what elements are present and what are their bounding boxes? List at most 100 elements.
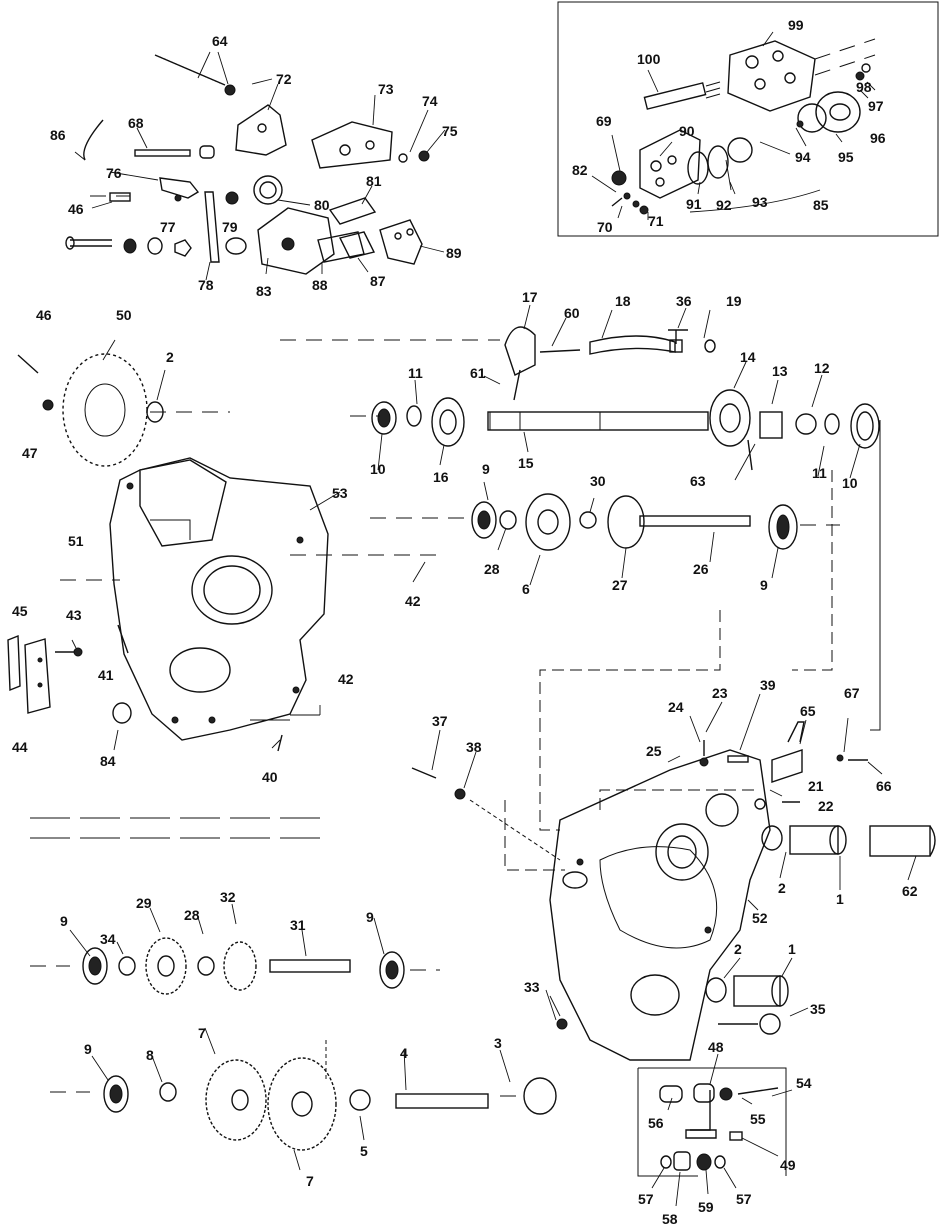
label-1a: 1 xyxy=(836,891,844,907)
label-3: 3 xyxy=(494,1035,502,1051)
label-2c: 2 xyxy=(734,941,742,957)
label-45: 45 xyxy=(12,603,28,619)
label-92: 92 xyxy=(716,197,732,213)
label-10a: 10 xyxy=(370,461,386,477)
label-10b: 10 xyxy=(842,475,858,491)
label-9e: 9 xyxy=(84,1041,92,1057)
label-95: 95 xyxy=(838,149,854,165)
label-67: 67 xyxy=(844,685,860,701)
label-28b: 28 xyxy=(184,907,200,923)
label-32: 32 xyxy=(220,889,236,905)
label-88: 88 xyxy=(312,277,328,293)
label-4: 4 xyxy=(400,1045,408,1061)
label-15: 15 xyxy=(518,455,534,471)
label-51: 51 xyxy=(68,533,84,549)
label-11a: 11 xyxy=(408,365,423,381)
label-29: 29 xyxy=(136,895,152,911)
label-54: 54 xyxy=(796,1075,812,1091)
label-26: 26 xyxy=(693,561,709,577)
label-22: 22 xyxy=(818,798,834,814)
label-73: 73 xyxy=(378,81,394,97)
label-39: 39 xyxy=(760,677,776,693)
label-81: 81 xyxy=(366,173,382,189)
label-16: 16 xyxy=(433,469,449,485)
label-9a: 9 xyxy=(482,461,490,477)
label-7b: 7 xyxy=(306,1173,314,1189)
label-97: 97 xyxy=(868,98,884,114)
label-62: 62 xyxy=(902,883,918,899)
linkage-assembly xyxy=(65,51,446,281)
label-93: 93 xyxy=(752,194,768,210)
label-60: 60 xyxy=(564,305,580,321)
label-37: 37 xyxy=(432,713,448,729)
label-23: 23 xyxy=(712,685,728,701)
label-2a: 2 xyxy=(166,349,174,365)
label-31: 31 xyxy=(290,917,306,933)
label-85: 85 xyxy=(813,197,829,213)
label-46a: 46 xyxy=(68,201,84,217)
label-86: 86 xyxy=(50,127,66,143)
label-56: 56 xyxy=(648,1115,664,1131)
right-housing xyxy=(504,420,936,1061)
bottom-inset xyxy=(637,1053,793,1207)
label-65: 65 xyxy=(800,703,816,719)
label-47: 47 xyxy=(22,445,38,461)
label-49: 49 xyxy=(780,1157,796,1173)
label-41: 41 xyxy=(98,667,114,683)
label-18: 18 xyxy=(615,293,631,309)
label-33: 33 xyxy=(524,979,540,995)
label-72: 72 xyxy=(276,71,292,87)
label-69: 69 xyxy=(596,113,612,129)
label-6: 6 xyxy=(522,581,530,597)
label-17: 17 xyxy=(522,289,538,305)
label-43: 43 xyxy=(66,607,82,623)
label-53: 53 xyxy=(332,485,348,501)
bolt-37-38 xyxy=(411,729,561,861)
label-55: 55 xyxy=(750,1111,766,1127)
label-44: 44 xyxy=(12,739,28,755)
label-87: 87 xyxy=(370,273,386,289)
label-66: 66 xyxy=(876,778,892,794)
label-68: 68 xyxy=(128,115,144,131)
label-46b: 46 xyxy=(36,307,52,323)
label-12: 12 xyxy=(814,360,830,376)
label-71: 71 xyxy=(648,213,664,229)
label-94: 94 xyxy=(795,149,811,165)
label-38: 38 xyxy=(466,739,482,755)
label-48: 48 xyxy=(708,1039,724,1055)
shaft-26-row xyxy=(370,481,840,586)
label-27: 27 xyxy=(612,577,628,593)
shaft-4-row xyxy=(50,1027,557,1171)
label-2b: 2 xyxy=(778,880,786,896)
label-35: 35 xyxy=(810,1001,826,1017)
label-8: 8 xyxy=(146,1047,154,1063)
label-89: 89 xyxy=(446,245,462,261)
label-9c: 9 xyxy=(60,913,68,929)
label-36: 36 xyxy=(676,293,692,309)
label-40: 40 xyxy=(262,769,278,785)
label-57a: 57 xyxy=(638,1191,654,1207)
label-14: 14 xyxy=(740,349,756,365)
label-34: 34 xyxy=(100,931,116,947)
label-83: 83 xyxy=(256,283,272,299)
label-79: 79 xyxy=(222,219,238,235)
label-76: 76 xyxy=(106,165,122,181)
label-98: 98 xyxy=(856,79,872,95)
label-64: 64 xyxy=(212,33,228,49)
label-74: 74 xyxy=(422,93,438,109)
label-84: 84 xyxy=(100,753,116,769)
label-42b: 42 xyxy=(338,671,354,687)
label-19: 19 xyxy=(726,293,742,309)
label-57b: 57 xyxy=(736,1191,752,1207)
label-52: 52 xyxy=(752,910,768,926)
label-80: 80 xyxy=(314,197,330,213)
label-82: 82 xyxy=(572,162,588,178)
label-42a: 42 xyxy=(405,593,421,609)
label-28a: 28 xyxy=(484,561,500,577)
label-9b: 9 xyxy=(760,577,768,593)
label-21: 21 xyxy=(808,778,824,794)
label-25: 25 xyxy=(646,743,662,759)
label-50: 50 xyxy=(116,307,132,323)
label-61: 61 xyxy=(470,365,486,381)
